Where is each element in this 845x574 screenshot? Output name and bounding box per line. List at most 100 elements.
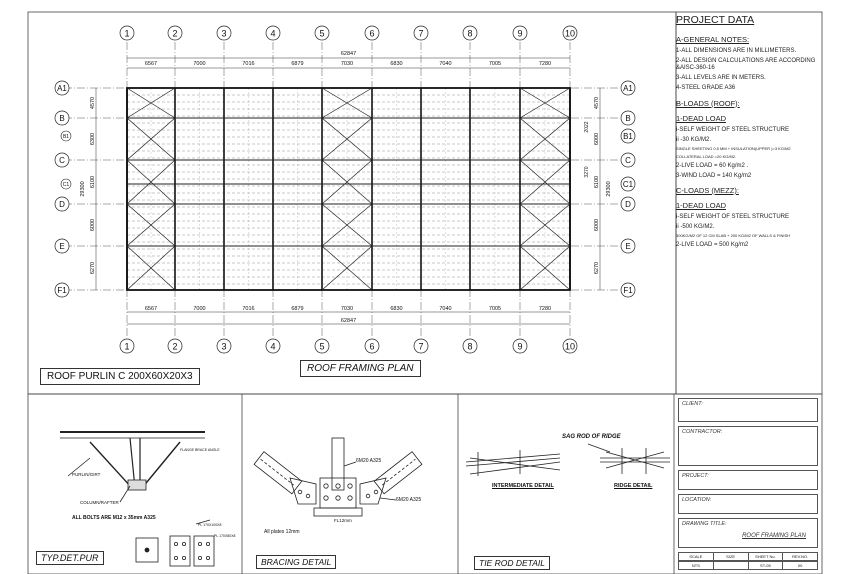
x-brace bbox=[126, 159, 176, 205]
minor-row-label-left: C1 bbox=[63, 182, 70, 188]
rev-header: REV.NO. bbox=[792, 554, 809, 559]
title-block-values: NTS ST-05 00 bbox=[678, 561, 818, 570]
row-bubble-right bbox=[620, 238, 636, 254]
column-label-top: 2 bbox=[172, 29, 177, 39]
column-bubble-top bbox=[462, 25, 478, 41]
column-label-top: 10 bbox=[565, 29, 575, 39]
x-brace bbox=[321, 117, 373, 161]
client-label: CLIENT: bbox=[682, 401, 703, 407]
column-label-bottom: 6 bbox=[369, 342, 374, 352]
drawing-title-box: DRAWING TITLE: ROOF FRAMING PLAN bbox=[678, 518, 818, 548]
column-bubble-bottom bbox=[119, 338, 135, 354]
bay-dimension-bottom: 6567 bbox=[145, 306, 157, 312]
row-label-left: C bbox=[59, 156, 65, 165]
column-bubble-bottom bbox=[562, 338, 578, 354]
column-label-bottom: 8 bbox=[467, 342, 472, 352]
size-value bbox=[714, 562, 749, 569]
bay-dimension-top: 6879 bbox=[291, 61, 303, 67]
x-brace bbox=[321, 159, 373, 205]
title-block-headers: SCALE SIZE SHEET No. REV.NO. bbox=[678, 552, 818, 561]
bay-dimension-top: 7040 bbox=[439, 61, 451, 67]
column-label-top: 7 bbox=[418, 29, 423, 39]
bolts-label-b: 6M20 A325 bbox=[396, 497, 422, 503]
roof-load-item: SINGLE SHEETING 0.5 MM + INSULATION(UPPE… bbox=[676, 145, 791, 151]
row-dimension-right: 6100 bbox=[594, 176, 600, 188]
column-bubble-top bbox=[512, 25, 528, 41]
roof-load-item: i-SELF WEIGHT OF STEEL STRUCTURE bbox=[676, 126, 790, 133]
column-label-bottom: 10 bbox=[565, 342, 575, 352]
row-bubble-left bbox=[54, 238, 70, 254]
row-label-right: B bbox=[625, 114, 630, 123]
plan-frame bbox=[27, 11, 677, 395]
roof-perimeter bbox=[126, 87, 571, 291]
purlin-girt-label: PURLIN/GIRT bbox=[72, 472, 101, 477]
bay-dimension-bottom: 7030 bbox=[341, 306, 353, 312]
row-dimension-right: 6000 bbox=[594, 133, 600, 145]
sheet-value: ST-05 bbox=[749, 562, 784, 569]
overall-dimension-right: 29300 bbox=[606, 181, 612, 196]
mezz-load-item: 300KG/M2 OF 12 CM SLAB + 200 KG/M2 OF WA… bbox=[676, 233, 791, 239]
drawing-title: ROOF FRAMING PLAN bbox=[742, 533, 806, 539]
flange-plate-label: FL12mm bbox=[334, 518, 352, 523]
column-bubble-top bbox=[413, 25, 429, 41]
roof-dead-load-header: 1-DEAD LOAD bbox=[676, 113, 727, 123]
column-label-top: 6 bbox=[369, 29, 374, 39]
mezz-load-item: ii -500 KG/M2. bbox=[676, 224, 715, 231]
bay-dimension-top: 6830 bbox=[390, 61, 402, 67]
column-bubble-bottom bbox=[167, 338, 183, 354]
x-brace bbox=[126, 203, 176, 247]
sheet-header: SHEET No. bbox=[749, 553, 784, 560]
row-bubble-right bbox=[620, 110, 636, 126]
tie-rod-detail-title: TIE ROD DETAIL bbox=[474, 556, 550, 570]
bolts-label-a: 6M20 A325 bbox=[356, 458, 382, 464]
mezz-load-item: i-SELF WEIGHT OF STEEL STRUCTURE bbox=[676, 213, 790, 220]
column-bubble-bottom bbox=[265, 338, 281, 354]
column-bubble-top bbox=[167, 25, 183, 41]
project-data: PROJECT DATA A-GENERAL NOTES: 1-ALL DIME… bbox=[676, 14, 826, 252]
row-dimension-right: 4570 bbox=[594, 97, 600, 109]
column-label-top: 1 bbox=[124, 29, 129, 39]
minor-row-bubble-right bbox=[620, 128, 636, 144]
bay-dimension-bottom: 7005 bbox=[489, 306, 501, 312]
overall-dimension-top: 62847 bbox=[341, 51, 356, 57]
column-bubble-top bbox=[314, 25, 330, 41]
roof-loads-header: B-LOADS (ROOF): bbox=[676, 98, 740, 108]
row-bubble-right bbox=[620, 196, 636, 212]
column-label-top: 4 bbox=[270, 29, 275, 39]
contractor-box: CONTRACTOR: bbox=[678, 426, 818, 466]
bay-dimension-top: 6567 bbox=[145, 61, 157, 67]
plate-label-b: PL 170X80X8 bbox=[214, 534, 236, 538]
column-label-bottom: 4 bbox=[270, 342, 275, 352]
rev-value: 00 bbox=[797, 563, 803, 568]
row-label-right: E bbox=[625, 242, 630, 251]
purlin-detail-title: TYP.DET.PUR bbox=[36, 551, 104, 565]
x-brace bbox=[519, 87, 571, 119]
column-bubble-top bbox=[364, 25, 380, 41]
column-rafter-label: COLUMN/RAFTER bbox=[80, 500, 119, 505]
sag-rod-title: SAG ROD OF RIDGE bbox=[562, 434, 621, 440]
bolts-note: ALL BOLTS ARE M12 x 35mm A325 bbox=[72, 515, 156, 521]
row-dimension-left: 6300 bbox=[90, 133, 96, 145]
bay-dimension-bottom: 6879 bbox=[291, 306, 303, 312]
row-label-left: E bbox=[59, 242, 64, 251]
column-bubble-top bbox=[265, 25, 281, 41]
bay-dimension-top: 7280 bbox=[539, 61, 551, 67]
x-brace bbox=[519, 159, 571, 205]
bay-dimension-bottom: 7040 bbox=[439, 306, 451, 312]
row-dimension-left: 4570 bbox=[90, 97, 96, 109]
column-label-top: 9 bbox=[517, 29, 522, 39]
row-dimension-left: 6100 bbox=[90, 176, 96, 188]
row-bubble-left bbox=[54, 282, 70, 298]
bay-dimension-top: 7030 bbox=[341, 61, 353, 67]
size-header: SIZE bbox=[714, 553, 749, 560]
column-bubble-top bbox=[562, 25, 578, 41]
column-bubble-bottom bbox=[216, 338, 232, 354]
row-bubble-right bbox=[620, 282, 636, 298]
minor-row-bubble-left bbox=[60, 178, 72, 190]
scale-header: SCALE bbox=[679, 553, 714, 560]
x-brace bbox=[321, 87, 373, 119]
bracing-detail-title: BRACING DETAIL bbox=[256, 555, 337, 569]
bracing-detail-drawing bbox=[253, 437, 423, 517]
general-note: 1-ALL DIMENSIONS ARE IN MILLIMETERS. bbox=[676, 47, 797, 54]
roof-load-item: COLLATERAL LOAD =20 KG/M2. bbox=[676, 153, 737, 159]
